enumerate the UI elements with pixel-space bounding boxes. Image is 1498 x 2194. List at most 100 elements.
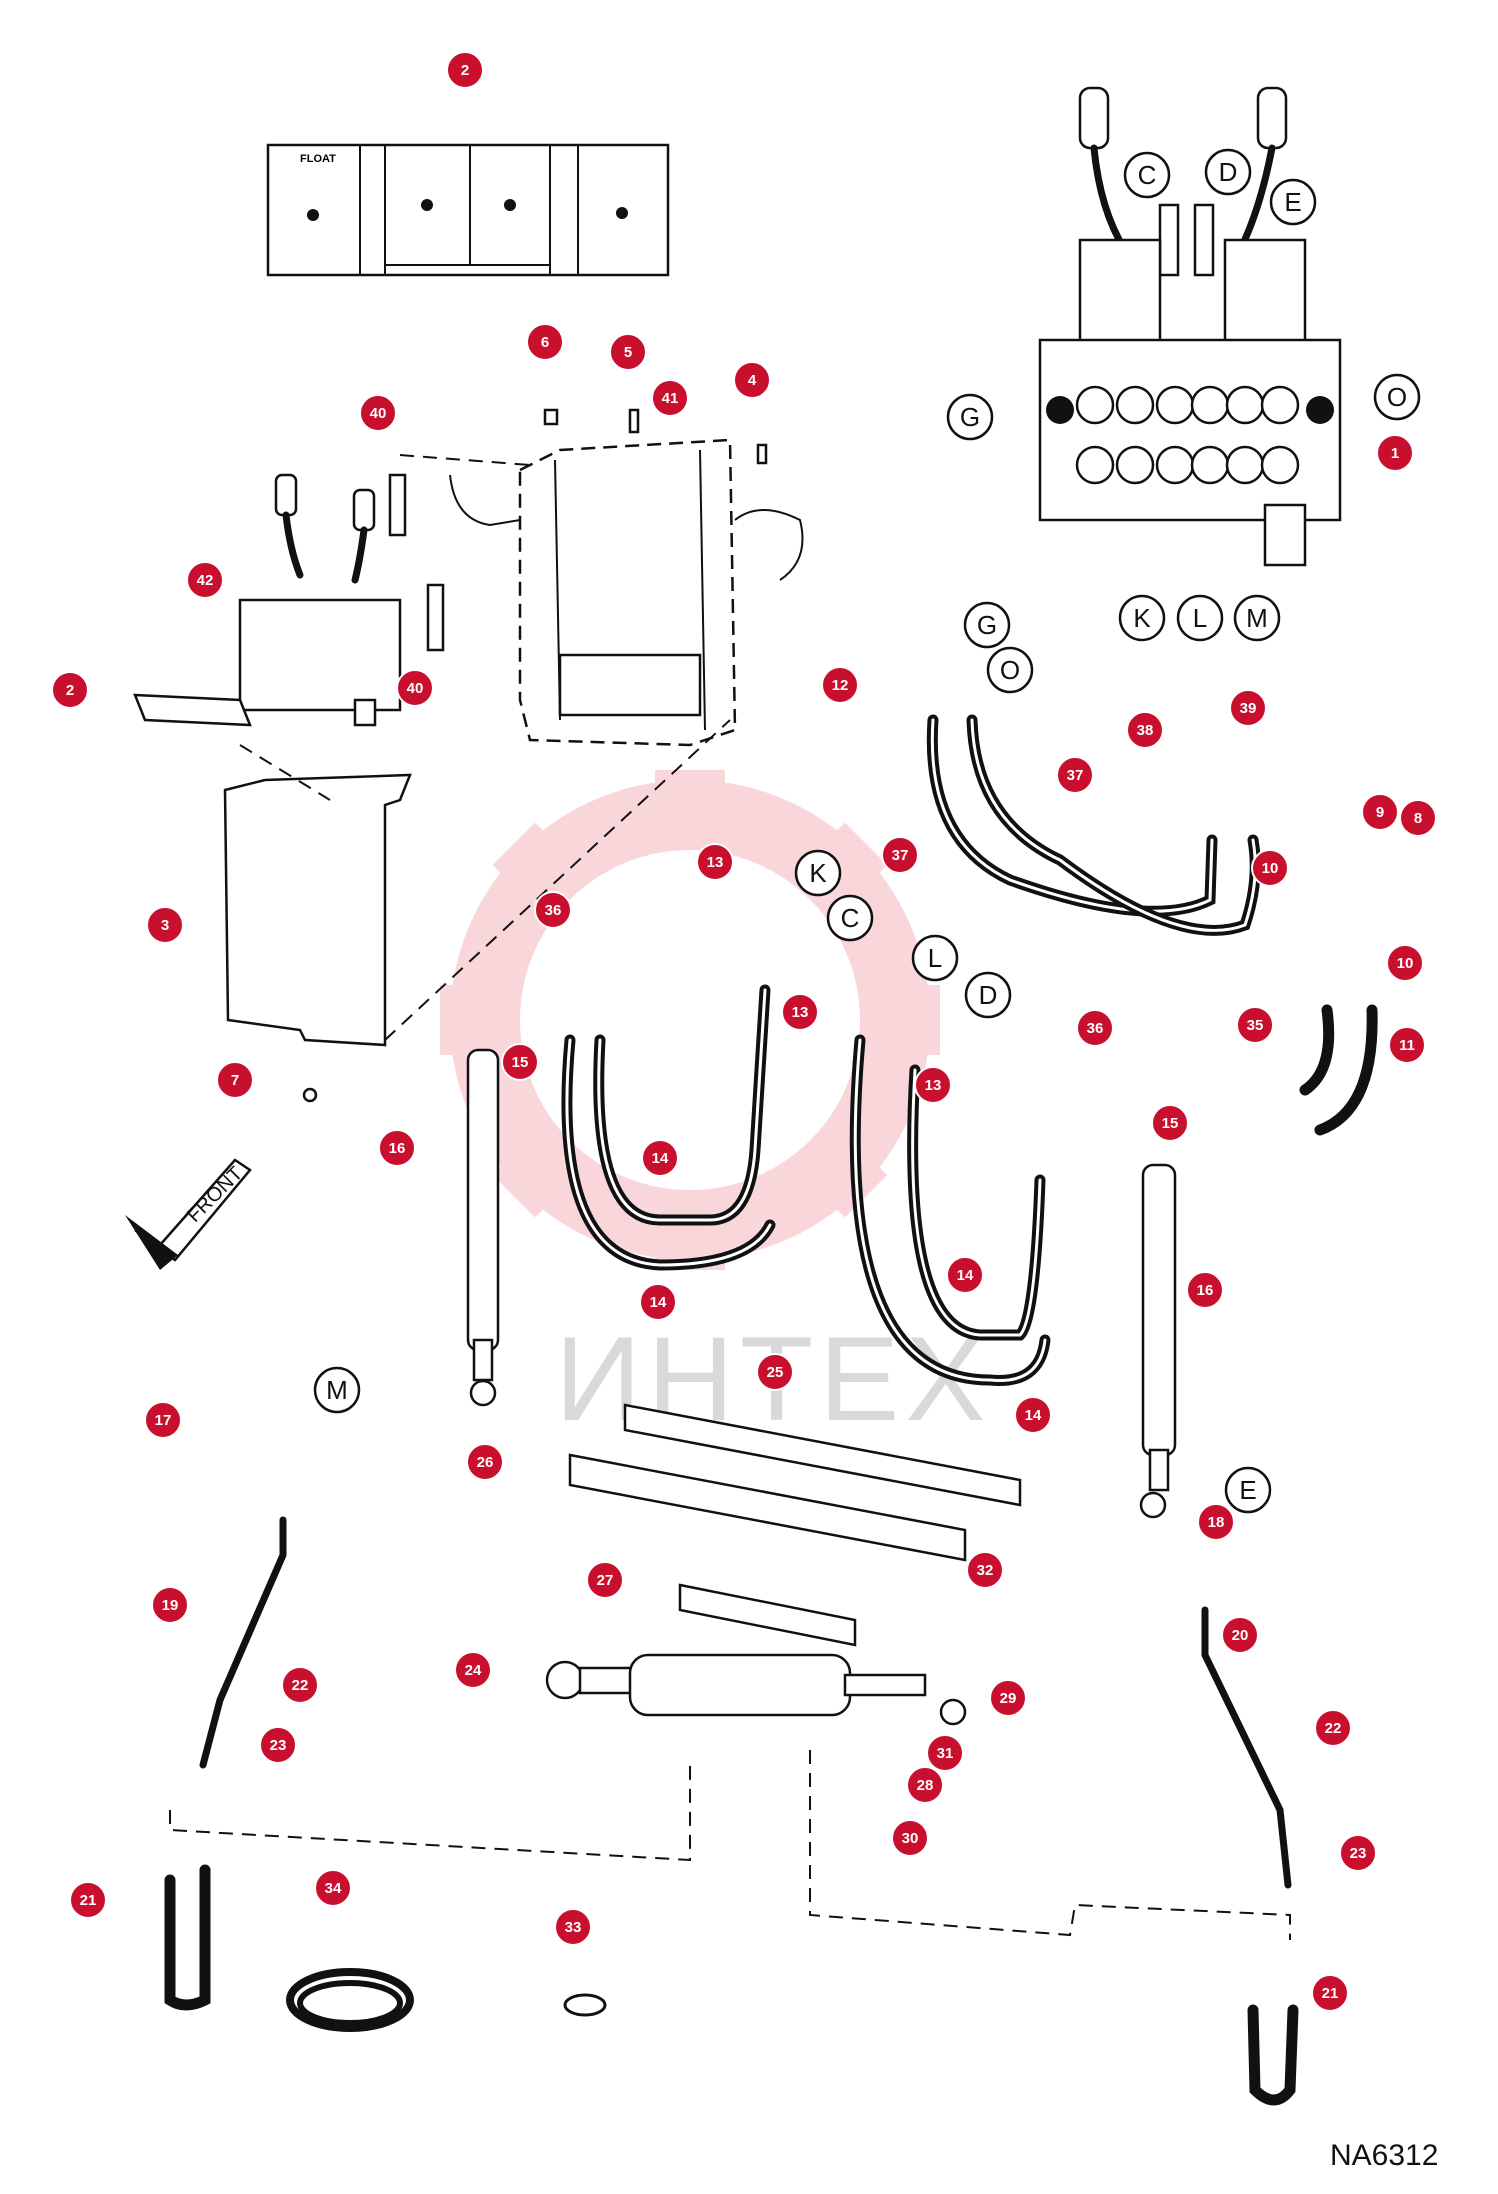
decal-float-text: FLOAT xyxy=(300,153,336,165)
callout-badge-number: 15 xyxy=(1162,1115,1179,1132)
callout-29: 29 xyxy=(989,1679,1027,1717)
callout-10: 10 xyxy=(1251,849,1289,887)
port-markers: C D E G O K L M G O K C L D M E xyxy=(313,148,1421,1514)
callout-24: 24 xyxy=(454,1651,492,1689)
decal-panel: FLOAT xyxy=(266,143,670,277)
callout-badge xyxy=(1076,1009,1114,1047)
callout-22: 22 xyxy=(281,1666,319,1704)
callout-12: 12 xyxy=(821,666,859,704)
callout-badge xyxy=(454,1651,492,1689)
callout-38: 38 xyxy=(1126,711,1164,749)
port-k: K xyxy=(1118,594,1166,642)
svg-text:O: O xyxy=(1387,382,1407,412)
callout-badge-number: 17 xyxy=(155,1412,172,1429)
callout-37: 37 xyxy=(881,836,919,874)
port-l2: L xyxy=(911,934,959,982)
callout-18: 18 xyxy=(1197,1503,1235,1541)
callout-badge xyxy=(586,1561,624,1599)
callout-13: 13 xyxy=(696,843,734,881)
callout-badge-number: 5 xyxy=(624,344,632,361)
callout-badge xyxy=(821,666,859,704)
callout-14: 14 xyxy=(641,1139,679,1177)
callout-badge xyxy=(216,1061,254,1099)
callout-badge-number: 14 xyxy=(957,1267,974,1284)
callout-badge xyxy=(1236,1006,1274,1044)
callout-badge xyxy=(781,993,819,1031)
callout-badge-number: 22 xyxy=(292,1677,309,1694)
front-label: FRONT xyxy=(183,1163,247,1227)
callout-badge-number: 37 xyxy=(1067,767,1084,784)
callout-badge-number: 19 xyxy=(162,1597,179,1614)
callout-badge-number: 16 xyxy=(389,1140,406,1157)
svg-text:M: M xyxy=(1246,603,1268,633)
callout-badge xyxy=(1056,756,1094,794)
callout-30: 30 xyxy=(891,1819,929,1857)
callout-36: 36 xyxy=(1076,1009,1114,1047)
callout-1: 1 xyxy=(1376,434,1414,472)
svg-text:D: D xyxy=(979,980,998,1010)
callout-2: 2 xyxy=(446,51,484,89)
callout-badge-number: 6 xyxy=(541,334,549,351)
callout-badge-number: 8 xyxy=(1414,810,1422,827)
callout-badge xyxy=(1386,944,1424,982)
callout-badge xyxy=(733,361,771,399)
callout-badge xyxy=(1361,793,1399,831)
callout-badge-number: 18 xyxy=(1208,1514,1225,1531)
callout-36: 36 xyxy=(534,891,572,929)
control-valve-small xyxy=(238,473,402,727)
callout-badge xyxy=(144,1401,182,1439)
callout-14: 14 xyxy=(1014,1396,1052,1434)
callout-badge-number: 39 xyxy=(1240,700,1257,717)
callout-14: 14 xyxy=(639,1283,677,1321)
callout-badge xyxy=(314,1869,352,1907)
callout-badge xyxy=(639,1283,677,1321)
callout-badge xyxy=(526,323,564,361)
callout-badge-number: 26 xyxy=(477,1454,494,1471)
callout-badge xyxy=(281,1666,319,1704)
assembly-dashed-lines xyxy=(169,454,1291,1940)
callout-badge xyxy=(946,1256,984,1294)
callout-badge-number: 14 xyxy=(650,1294,667,1311)
callout-42: 42 xyxy=(186,561,224,599)
callout-badge xyxy=(186,561,224,599)
callout-17: 17 xyxy=(144,1401,182,1439)
svg-text:E: E xyxy=(1239,1475,1256,1505)
callout-badge xyxy=(1229,689,1267,727)
callout-32: 32 xyxy=(966,1551,1004,1589)
port-l: L xyxy=(1176,594,1224,642)
callout-31: 31 xyxy=(926,1734,964,1772)
svg-text:L: L xyxy=(928,943,942,973)
svg-text:C: C xyxy=(841,903,860,933)
port-d2: D xyxy=(964,971,1012,1019)
callout-badge-number: 9 xyxy=(1376,804,1384,821)
callout-badge xyxy=(989,1679,1027,1717)
callout-badge xyxy=(1151,1104,1189,1142)
callout-badge xyxy=(1251,849,1289,887)
callout-25: 25 xyxy=(756,1353,794,1391)
callout-badge xyxy=(466,1443,504,1481)
callout-badge-number: 1 xyxy=(1391,445,1399,462)
svg-text:K: K xyxy=(1133,603,1151,633)
callout-35: 35 xyxy=(1236,1006,1274,1044)
callout-badge xyxy=(534,891,572,929)
svg-text:L: L xyxy=(1193,603,1207,633)
port-g: G xyxy=(946,393,994,441)
callout-badge-number: 37 xyxy=(892,847,909,864)
svg-text:K: K xyxy=(809,858,827,888)
callout-badge-number: 12 xyxy=(832,677,849,694)
callout-badge xyxy=(1399,799,1437,837)
port-m: M xyxy=(1233,594,1281,642)
callout-badge xyxy=(69,1881,107,1919)
port-d: D xyxy=(1204,148,1252,196)
port-o2: O xyxy=(986,646,1034,694)
callout-badge xyxy=(651,379,689,417)
callout-badge-number: 20 xyxy=(1232,1627,1249,1644)
callout-badge-number: 27 xyxy=(597,1572,614,1589)
callout-badge-number: 10 xyxy=(1262,860,1279,877)
callout-10: 10 xyxy=(1386,944,1424,982)
callout-21: 21 xyxy=(1311,1974,1349,2012)
callout-badge-number: 21 xyxy=(80,1892,97,1909)
callout-badge-number: 15 xyxy=(512,1054,529,1071)
callout-badge-number: 14 xyxy=(1025,1407,1042,1424)
